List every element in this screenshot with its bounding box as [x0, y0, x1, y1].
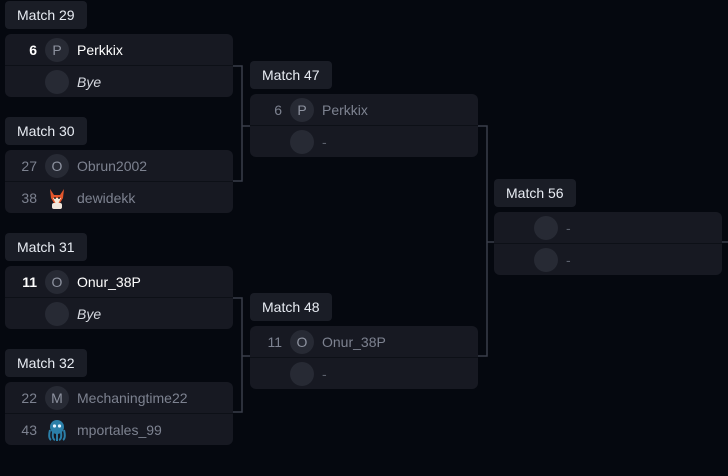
avatar: P [45, 37, 69, 62]
player-name: Mechaningtime22 [77, 389, 188, 406]
match-label: Match 32 [5, 349, 87, 377]
player-name: Onur_38P [322, 333, 386, 350]
player-slot[interactable]: - [250, 358, 478, 389]
match-label: Match 47 [250, 61, 332, 89]
seed-number: 27 [21, 157, 37, 174]
player-name: Onur_38P [77, 273, 141, 290]
avatar [290, 361, 314, 386]
match-card[interactable]: 11 O Onur_38P - [250, 326, 478, 389]
player-slot[interactable]: Bye [5, 66, 233, 97]
avatar: M [45, 385, 69, 410]
player-slot[interactable]: - [494, 212, 722, 244]
player-slot[interactable]: 27 O Obrun2002 [5, 150, 233, 182]
player-name: mportales_99 [77, 421, 162, 438]
avatar: O [45, 153, 69, 178]
avatar: O [290, 329, 314, 354]
seed-number: 11 [22, 273, 37, 290]
avatar [45, 69, 69, 94]
match-card[interactable]: 27 O Obrun2002 38 dewidekk [5, 150, 233, 213]
match-card[interactable]: 22 M Mechaningtime22 43 mportales_99 [5, 382, 233, 445]
match-label: Match 56 [494, 179, 576, 207]
match-label: Match 48 [250, 293, 332, 321]
avatar: P [290, 97, 314, 122]
player-slot[interactable]: 11 O Onur_38P [5, 266, 233, 298]
player-name: dewidekk [77, 189, 136, 206]
seed-number: 6 [29, 41, 37, 58]
avatar [45, 301, 69, 326]
player-slot[interactable]: Bye [5, 298, 233, 329]
player-name: Perkkix [322, 101, 368, 118]
player-slot[interactable]: 11 O Onur_38P [250, 326, 478, 358]
match-label: Match 30 [5, 117, 87, 145]
seed-number: 6 [274, 101, 282, 118]
match-card[interactable]: - - [494, 212, 722, 275]
player-name: - [566, 251, 571, 268]
match-card[interactable]: 6 P Perkkix Bye [5, 34, 233, 97]
player-slot[interactable]: 6 P Perkkix [250, 94, 478, 126]
seed-number: 22 [21, 389, 37, 406]
match-label: Match 29 [5, 1, 87, 29]
seed-number: 38 [21, 189, 37, 206]
player-name: - [566, 219, 571, 236]
avatar [534, 215, 558, 240]
player-slot[interactable]: 43 mportales_99 [5, 414, 233, 445]
player-slot[interactable]: 22 M Mechaningtime22 [5, 382, 233, 414]
avatar [534, 247, 558, 272]
match-card[interactable]: 11 O Onur_38P Bye [5, 266, 233, 329]
player-name: Perkkix [77, 41, 123, 58]
seed-number: 11 [267, 333, 282, 350]
fox-avatar-icon [45, 186, 69, 210]
player-name: - [322, 133, 327, 150]
player-name: - [322, 365, 327, 382]
avatar [290, 129, 314, 154]
octopus-avatar-icon [45, 418, 69, 442]
player-slot[interactable]: - [250, 126, 478, 157]
seed-number: 43 [21, 421, 37, 438]
player-name: Bye [77, 305, 102, 322]
player-name: Obrun2002 [77, 157, 148, 174]
player-slot[interactable]: 6 P Perkkix [5, 34, 233, 66]
player-slot[interactable]: 38 dewidekk [5, 182, 233, 213]
player-slot[interactable]: - [494, 244, 722, 275]
match-card[interactable]: 6 P Perkkix - [250, 94, 478, 157]
avatar: O [45, 269, 69, 294]
player-name: Bye [77, 73, 102, 90]
match-label: Match 31 [5, 233, 87, 261]
